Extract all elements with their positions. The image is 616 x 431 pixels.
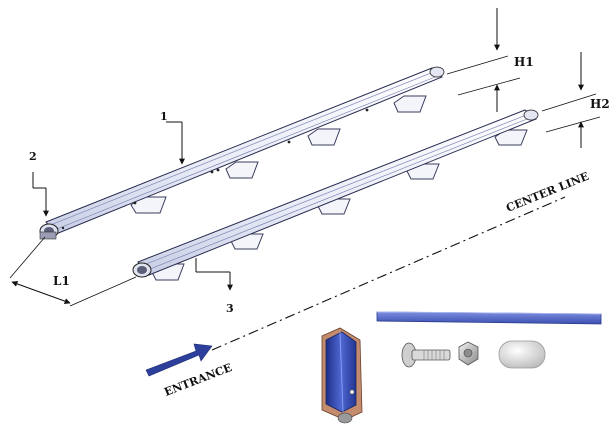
rail-1-supports <box>130 95 427 214</box>
rail-2-front-cap <box>132 262 152 278</box>
label-2: 2 <box>29 150 37 163</box>
rail-1-front-cap <box>39 223 59 240</box>
entrance-arrow: ENTRANCE <box>145 343 234 399</box>
label-entrance: ENTRANCE <box>162 361 233 399</box>
leader-1: 1 <box>160 110 185 165</box>
rounded-end-cap-icon <box>498 340 546 369</box>
rail-1 <box>39 66 445 240</box>
label-h2: H2 <box>590 97 610 111</box>
dimension-h1: H1 <box>446 8 534 112</box>
leader-3: 3 <box>195 258 234 315</box>
rail-1-back-cap <box>429 66 445 78</box>
leader-2: 2 <box>29 150 49 217</box>
label-center-line: CENTER LINE <box>504 170 591 215</box>
rail-2-supports <box>151 129 528 281</box>
dimension-h2: H2 <box>541 52 610 148</box>
label-l1: L1 <box>53 274 70 288</box>
blue-rail-strip-icon <box>376 311 602 325</box>
rail-2 <box>132 109 539 281</box>
rail-1-body <box>45 67 443 235</box>
blue-rail-profile-icon <box>321 327 363 424</box>
rail-2-back-cap <box>523 109 539 121</box>
label-h1: H1 <box>514 55 534 69</box>
dimension-l1: L1 <box>9 236 137 307</box>
label-1: 1 <box>160 110 168 123</box>
label-3: 3 <box>226 302 234 315</box>
hex-nut-icon <box>458 341 479 366</box>
carriage-bolt-icon <box>401 342 451 368</box>
